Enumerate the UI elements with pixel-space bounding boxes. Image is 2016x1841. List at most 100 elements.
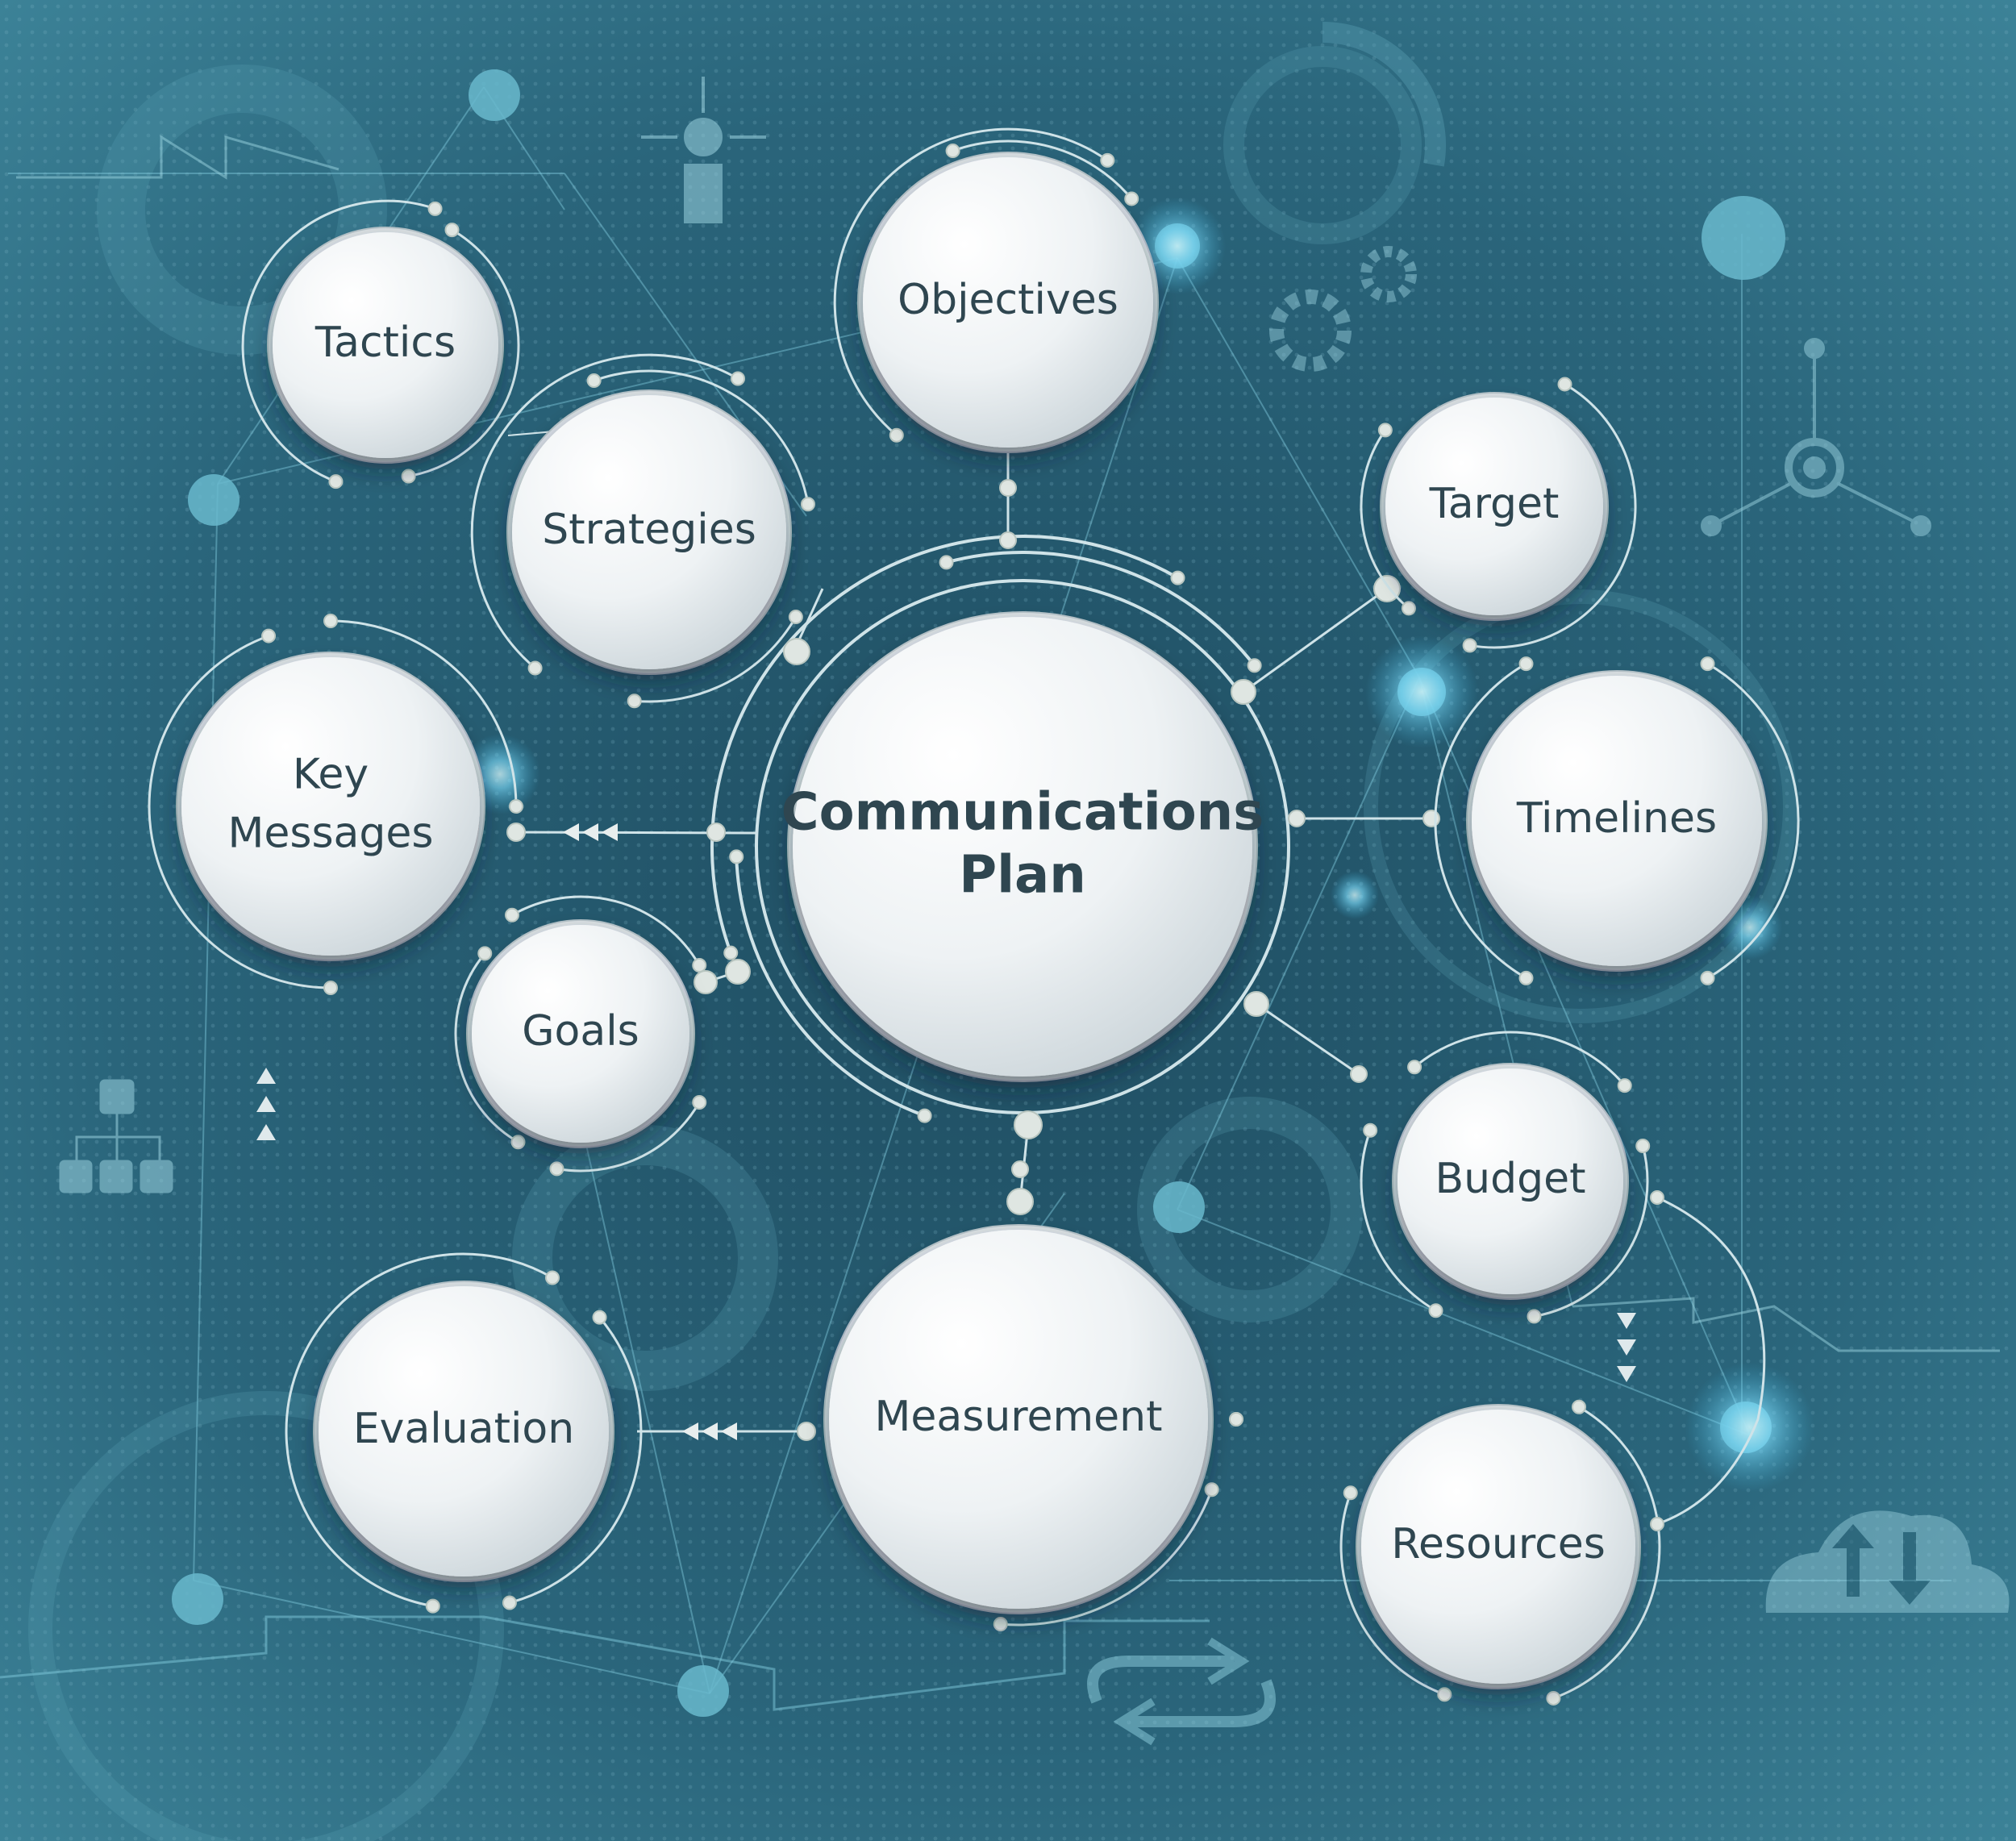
connector-dot: [1428, 1303, 1443, 1318]
connector-dot: [1014, 1110, 1043, 1139]
connector-dot: [1124, 191, 1139, 206]
connector-dot: [1422, 810, 1440, 827]
node-budget: Budget: [1392, 1063, 1629, 1300]
connector-arc: [470, 353, 739, 669]
triangle-marker: [1617, 1366, 1636, 1382]
decor-network-line: [1177, 677, 1420, 1210]
connector-dot: [800, 497, 815, 512]
connector-dot: [1204, 1482, 1219, 1497]
node-label: Budget: [1435, 1155, 1585, 1203]
connector-arc: [1534, 1145, 1649, 1318]
connector-dot: [1401, 601, 1416, 616]
connector-dot: [692, 1095, 707, 1110]
connector-dot: [694, 970, 718, 994]
node-circle: [829, 1230, 1208, 1609]
connector-dot: [917, 1108, 932, 1123]
gears-icon: [1269, 246, 1417, 372]
connector-dot: [586, 373, 602, 389]
connector-arc: [1360, 429, 1410, 610]
decor-network-node: [677, 1665, 729, 1717]
decor-network-line: [564, 1048, 710, 1694]
connector-dot: [509, 799, 523, 814]
connector-dot: [1635, 1139, 1651, 1154]
connector-dot: [731, 371, 745, 386]
decor-network-node: [1702, 196, 1785, 280]
connector-dot: [1229, 1412, 1243, 1427]
recycle-arrows-icon: [1087, 1637, 1276, 1746]
connector-dot: [706, 823, 726, 842]
node-label: Strategies: [542, 506, 756, 554]
connector-arc: [1656, 1196, 1766, 1526]
connector-dot: [1363, 1123, 1378, 1138]
node-circle: [181, 657, 480, 956]
decor-ring: [512, 1125, 778, 1391]
connector-arc: [148, 635, 331, 989]
connector-line: [1243, 587, 1388, 693]
connector-dot: [592, 1310, 607, 1325]
node-resources: Resources: [1356, 1404, 1641, 1689]
node-label: Resources: [1391, 1520, 1606, 1568]
chevron-arrow-icon: [602, 823, 618, 841]
connector-dot: [549, 1161, 564, 1177]
connector-dot: [328, 474, 344, 489]
connector-arc: [511, 895, 701, 966]
connector-arc: [1414, 1031, 1626, 1087]
node-circle: [319, 1286, 609, 1577]
connector-dot: [425, 1598, 440, 1614]
connector-dot: [1100, 152, 1115, 168]
connector-dot: [323, 981, 338, 995]
person-arrows-icon: [641, 77, 766, 223]
connector-dot: [323, 614, 338, 628]
decor-network-line: [1177, 1209, 1751, 1436]
node-circle: [1361, 1410, 1635, 1684]
node-circle: [1397, 1068, 1623, 1294]
node-strategies: Strategies: [506, 389, 792, 675]
node-tactics: Tactics: [267, 227, 504, 464]
connector-arc: [1000, 1489, 1214, 1626]
connector-dot: [1006, 1188, 1034, 1215]
connector-arc: [285, 1252, 553, 1608]
connector-dot: [692, 958, 707, 973]
node-timelines: Timelines: [1466, 670, 1768, 972]
connector-dot: [627, 693, 642, 709]
connector-line: [795, 588, 824, 646]
decor-glow: [1685, 1363, 1814, 1492]
connector-dot: [1231, 679, 1256, 705]
decor-network-node: [188, 474, 240, 526]
node-circle: [1385, 398, 1603, 615]
connector-dot: [1437, 1687, 1452, 1702]
decor-network-line: [1177, 257, 1420, 678]
connector-dot: [1700, 656, 1715, 672]
connector-line: [1256, 1002, 1360, 1076]
node-circle: [273, 232, 498, 458]
connector-arc: [408, 228, 520, 477]
decor-ring: [1137, 1097, 1363, 1322]
decor-zigzag: [1572, 1297, 2000, 1352]
connector-arc: [952, 140, 1133, 200]
connector-arc: [735, 856, 926, 1118]
node-objectives: Objectives: [857, 152, 1159, 453]
connector-arc: [1360, 1130, 1437, 1312]
connector-dot: [729, 849, 744, 864]
connector-dot: [1170, 570, 1185, 585]
node-label: Communications: [781, 783, 1264, 843]
node-evaluation: Evaluation: [313, 1281, 614, 1582]
connector-dot: [505, 907, 519, 923]
connector-dot: [427, 201, 443, 216]
connector-dot: [1617, 1078, 1632, 1093]
connector-dot: [945, 144, 960, 159]
decor-ring: [1223, 46, 1422, 244]
node-measurement: Measurement: [823, 1224, 1214, 1614]
decor-network-node: [1153, 1181, 1205, 1233]
triangle-marker: [256, 1068, 276, 1084]
connector-dot: [939, 555, 954, 570]
connector-dot: [1700, 970, 1715, 985]
triangle-marker: [1617, 1339, 1636, 1356]
decor-ring: [28, 1391, 504, 1841]
node-label: Tactics: [314, 319, 456, 367]
chevron-arrow-icon: [563, 823, 579, 841]
decor-glow: [1365, 635, 1478, 748]
node-circle: [472, 925, 689, 1143]
background-decoration: [0, 22, 2010, 1841]
